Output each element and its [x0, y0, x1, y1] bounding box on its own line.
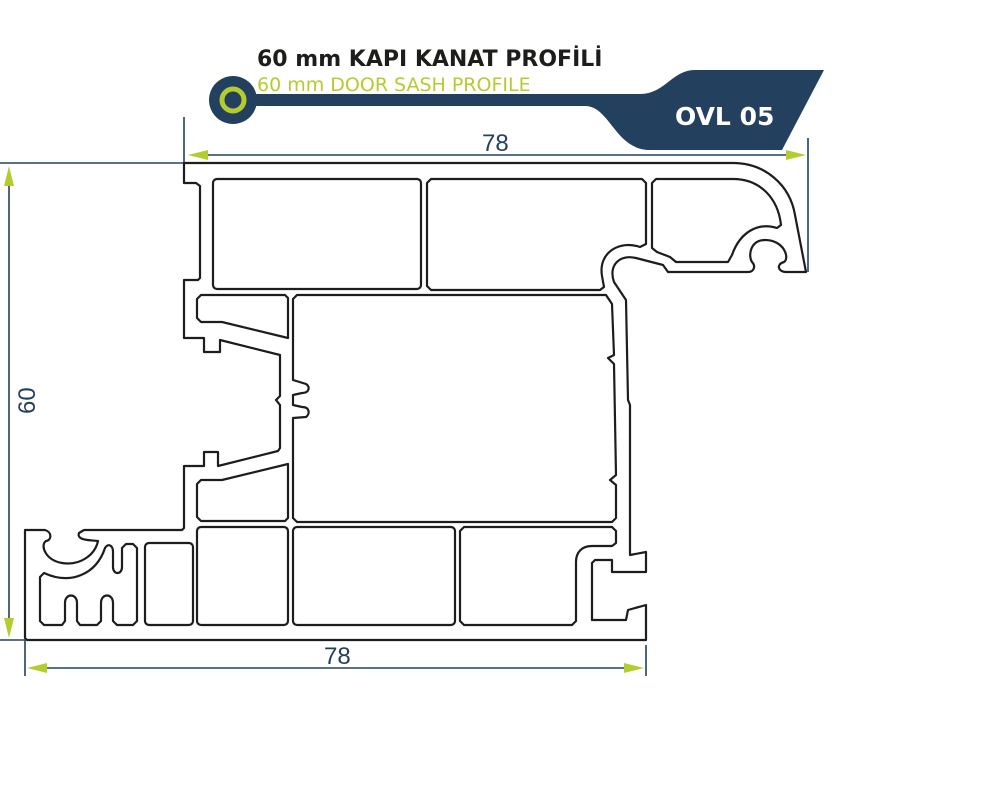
dimension-left: 60: [0, 162, 184, 641]
dimension-height-label: 60: [14, 387, 41, 414]
chamber: [291, 525, 457, 627]
chamber: [195, 462, 290, 523]
profile-chambers: [38, 177, 783, 627]
chamber: [38, 542, 139, 627]
chamber: [211, 177, 423, 291]
profile-outline: [23, 161, 808, 642]
dimension-bottom: 78: [24, 640, 647, 676]
title-english: 60 mm DOOR SASH PROFILE: [257, 74, 531, 96]
chamber: [195, 525, 290, 627]
chamber: [143, 541, 195, 627]
chamber: [195, 293, 290, 340]
logo-ring-icon: [219, 86, 247, 114]
header-banner: 60 mm KAPI KANAT PROFİLİ 60 mm DOOR SASH…: [209, 46, 824, 150]
title-turkish: 60 mm KAPI KANAT PROFİLİ: [257, 46, 602, 72]
profile-code: OVL 05: [675, 102, 774, 131]
dimension-top-label: 78: [482, 130, 509, 157]
chamber: [425, 177, 648, 292]
dimension-bottom-label: 78: [324, 643, 351, 670]
chamber: [650, 177, 783, 264]
dimension-top: 78: [183, 117, 809, 272]
chamber: [291, 293, 618, 524]
chamber: [458, 525, 618, 627]
